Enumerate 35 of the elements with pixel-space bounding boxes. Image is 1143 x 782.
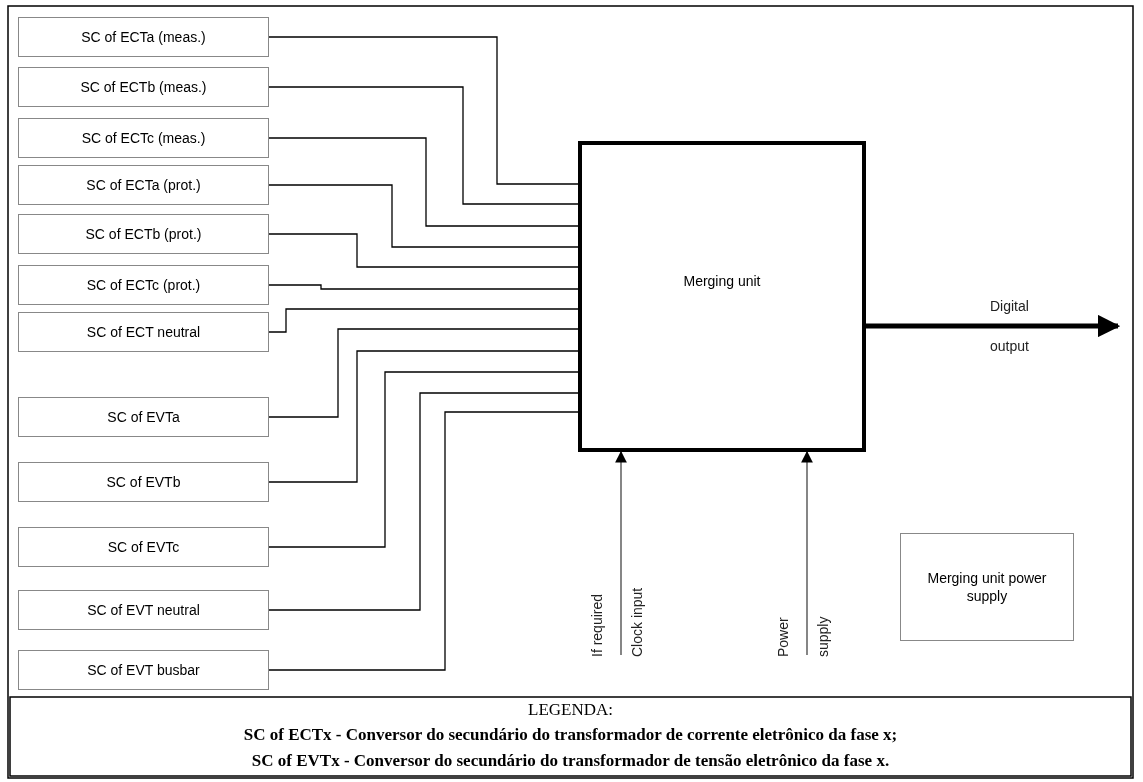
connector-line xyxy=(268,233,579,268)
converter-box: SC of EVTa xyxy=(18,397,269,437)
connector-line xyxy=(268,184,579,248)
legend-heading: LEGENDA: xyxy=(527,700,614,720)
legend-note: SC of ECTx - Conversor do secundário do transformador de corrente eletrônico da fase x; xyxy=(242,725,899,745)
connector-line xyxy=(268,36,579,185)
converter-box: SC of ECTa (meas.) xyxy=(18,17,269,57)
power-supply-box: Merging unit power supply xyxy=(900,533,1074,641)
converter-box: SC of EVT busbar xyxy=(18,650,269,690)
edge-label: Digital output xyxy=(990,297,1030,356)
legend-note: SC of EVTx - Conversor do secundário do transformador de tensão eletrônico da fase x. xyxy=(250,751,891,771)
connector-line xyxy=(268,371,579,548)
edge-label: Power supply xyxy=(774,615,832,657)
converter-box: SC of ECTc (meas.) xyxy=(18,118,269,158)
converter-box: SC of ECTb (prot.) xyxy=(18,214,269,254)
edge-label: If required Clock input xyxy=(588,586,646,657)
connector-line xyxy=(268,392,579,611)
connector-line xyxy=(268,411,579,671)
connector-line xyxy=(268,137,579,227)
converter-box: SC of ECTa (prot.) xyxy=(18,165,269,205)
converter-box: SC of ECTc (prot.) xyxy=(18,265,269,305)
arrow xyxy=(866,314,1121,338)
connector-line xyxy=(268,284,579,290)
converter-box: SC of EVTb xyxy=(18,462,269,502)
connector-line xyxy=(268,308,579,333)
converter-box: SC of EVT neutral xyxy=(18,590,269,630)
connector-line xyxy=(268,328,579,418)
connector-line xyxy=(268,86,579,205)
converter-box: SC of ECT neutral xyxy=(18,312,269,352)
merging-unit-box: Merging unit xyxy=(578,141,866,452)
connector-line xyxy=(268,350,579,483)
arrow xyxy=(615,450,627,656)
arrow xyxy=(801,450,813,656)
converter-box: SC of EVTc xyxy=(18,527,269,567)
converter-box: SC of ECTb (meas.) xyxy=(18,67,269,107)
